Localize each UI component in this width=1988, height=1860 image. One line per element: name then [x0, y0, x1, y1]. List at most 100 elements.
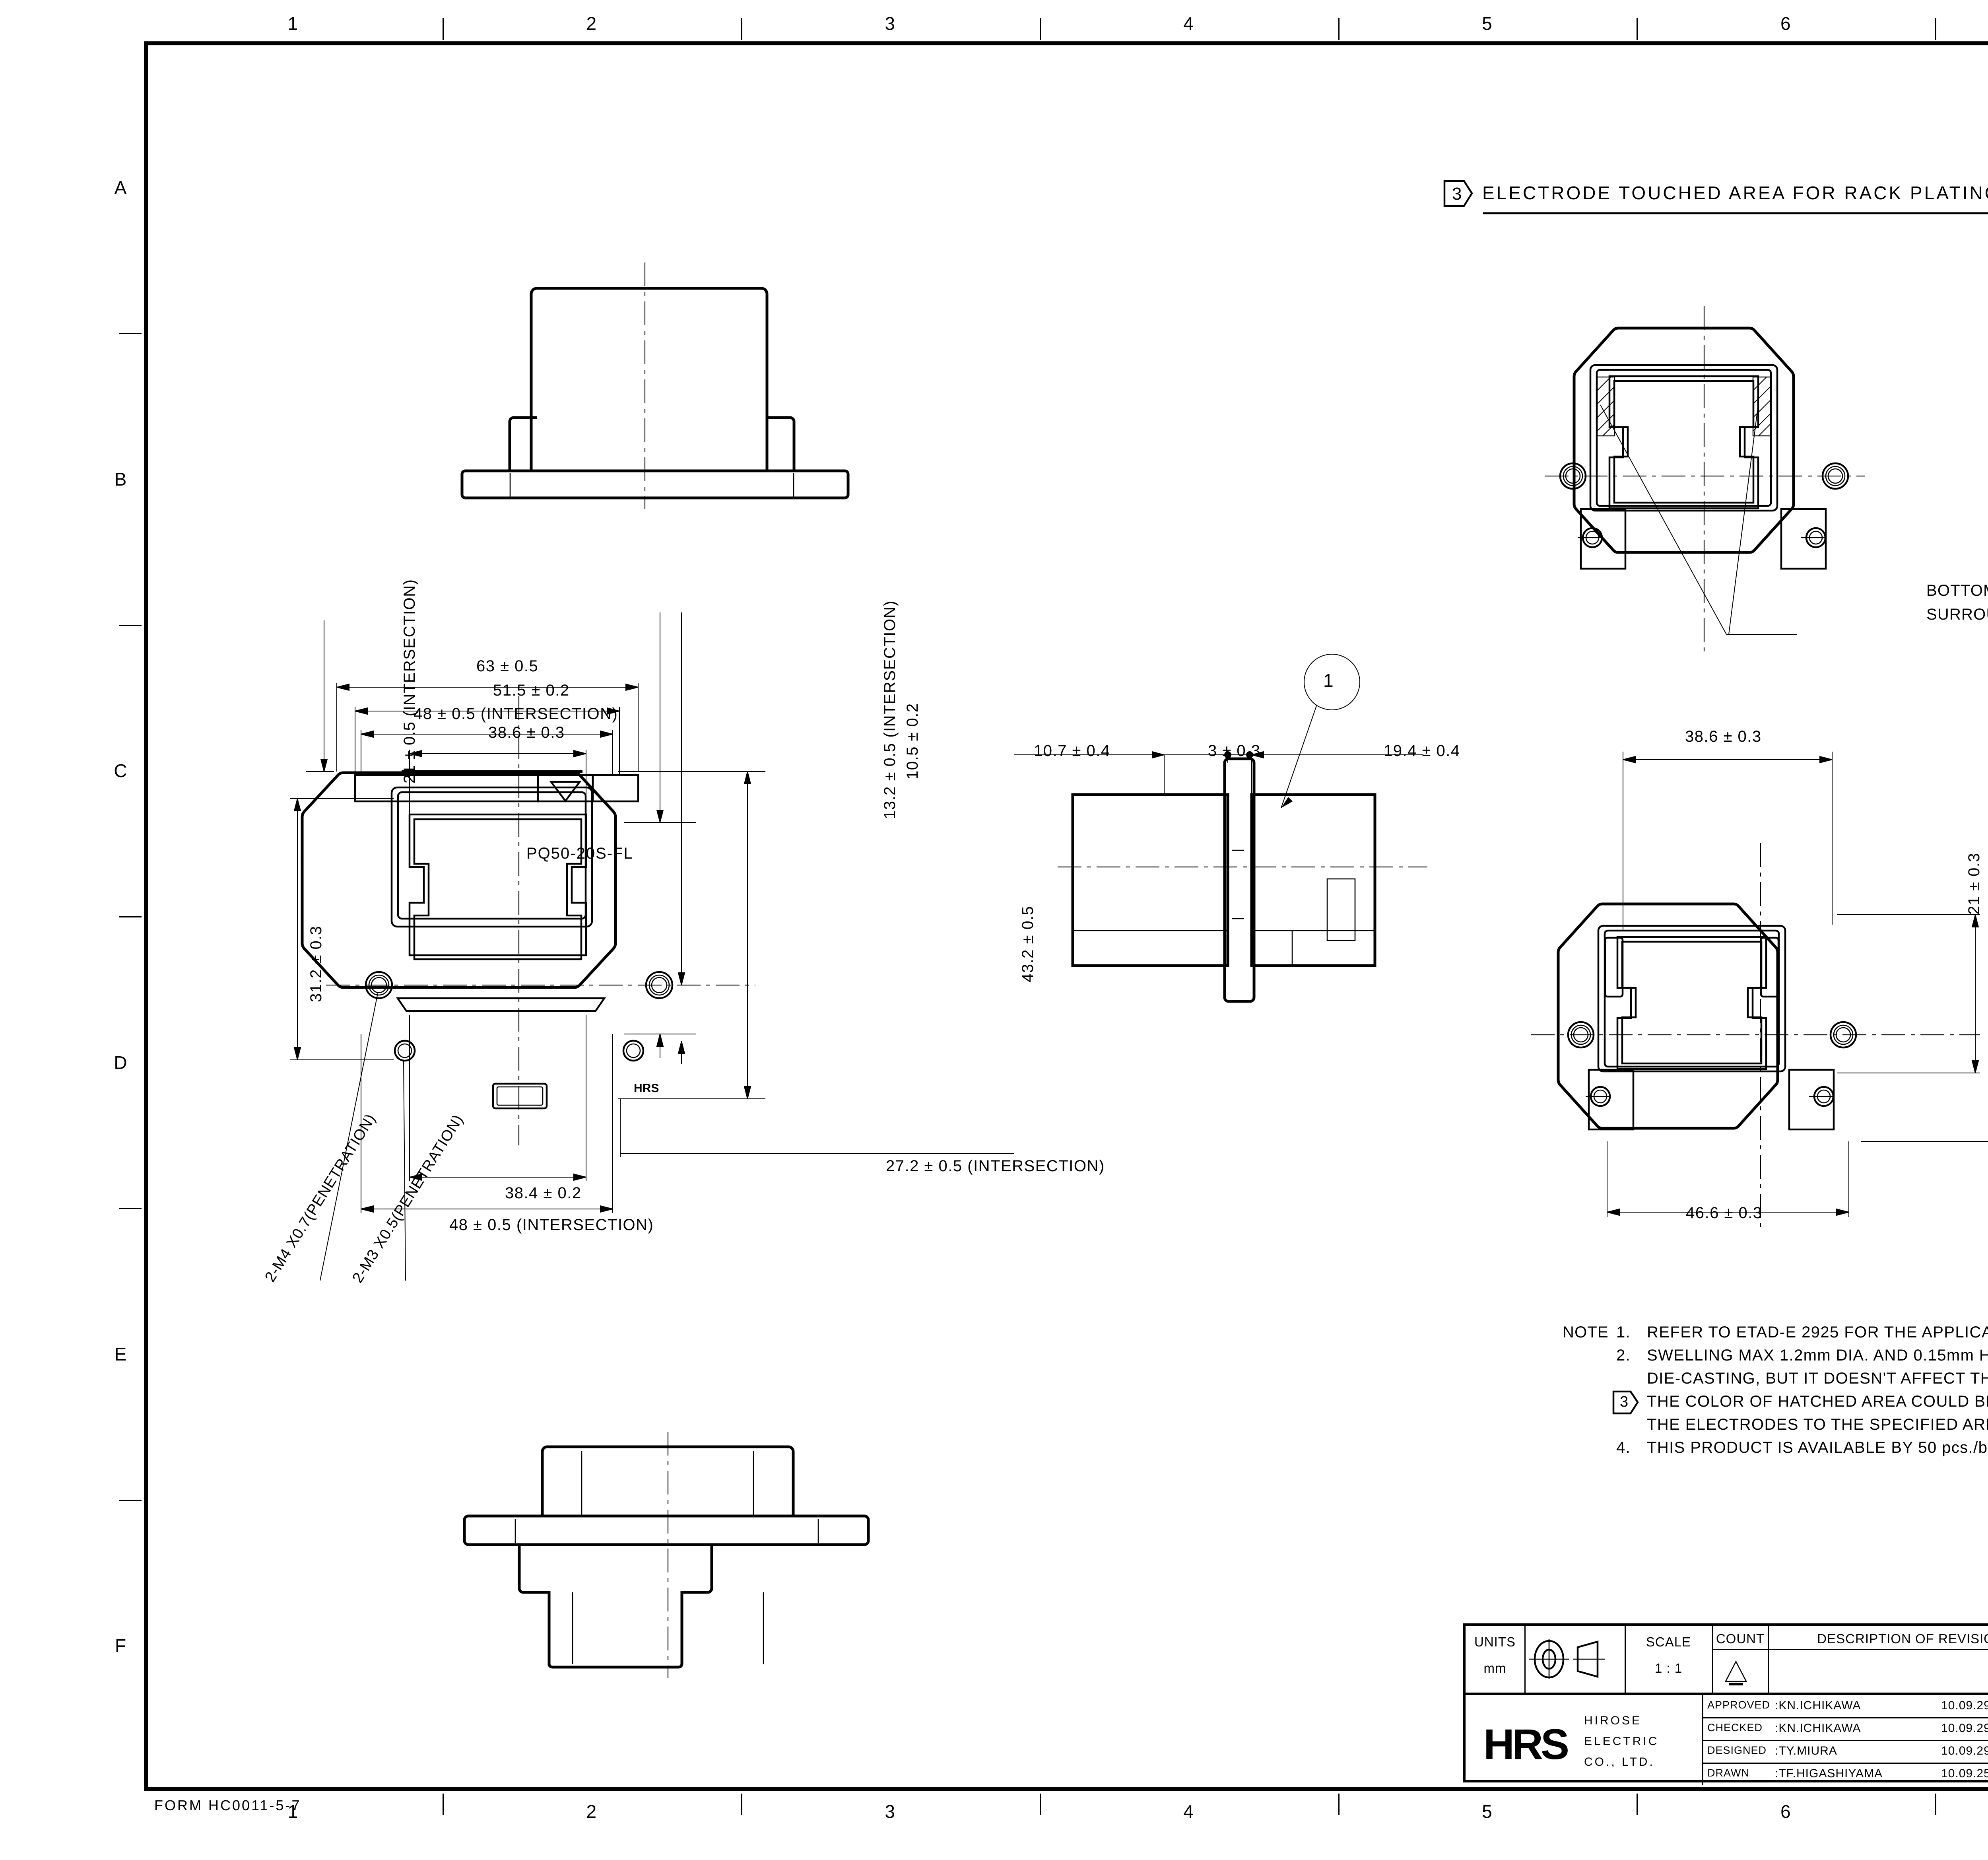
- note-flag-number-3: 3: [1620, 1394, 1629, 1410]
- signature-role-0: APPROVED: [1707, 1699, 1771, 1711]
- signature-date-0: 10.09.29: [1941, 1699, 1988, 1712]
- zone-tick-v: [119, 916, 142, 917]
- zone-tick-h: [1637, 1794, 1638, 1815]
- signature-date-3: 10.09.25: [1941, 1767, 1988, 1780]
- balloon-number-1: 1: [1323, 670, 1334, 691]
- dim-height-right-a: 13.2 ± 0.5 (INTERSECTION): [881, 600, 899, 819]
- front-view-drawing: [290, 612, 1014, 1281]
- company-line2: ELECTRIC: [1584, 1735, 1659, 1748]
- first-angle-projection-symbol: [1529, 1639, 1605, 1679]
- dim-rear-projection: 19.4 ± 0.4: [1384, 742, 1460, 760]
- zone-label-v-C: C: [114, 760, 128, 781]
- signature-name-0: :KN.ICHIKAWA: [1775, 1699, 1861, 1712]
- signature-date-1: 10.09.29: [1941, 1722, 1988, 1735]
- dim-flange-thickness: 3 ± 0.3: [1208, 742, 1261, 760]
- note-line-1-1: DIE-CASTING, BUT IT DOESN'T AFFECT THE P…: [1647, 1370, 1988, 1387]
- zone-tick-v: [119, 1499, 142, 1501]
- rev-header-count: COUNT: [1716, 1631, 1765, 1646]
- title-block: UNITS mm SCALE 1 : 1 COUNT DESCRIPTION O…: [1463, 1623, 1988, 1785]
- signature-name-1: :KN.ICHIKAWA: [1775, 1722, 1861, 1735]
- rack-plating-title-underline: [1483, 212, 1988, 214]
- form-code: FORM HC0011-5-7: [154, 1797, 301, 1813]
- zone-label-h-5: 5: [1482, 1801, 1493, 1822]
- rev-header-description: DESCRIPTION OF REVISIONS: [1817, 1631, 1988, 1646]
- rack-plating-callout-line1: BOTTOM AREA (HATCHED AREA) AND: [1926, 582, 1988, 599]
- zone-label-v-B: B: [114, 469, 128, 490]
- units-label: UNITS: [1474, 1634, 1516, 1649]
- signature-date-2: 10.09.29: [1941, 1744, 1988, 1757]
- signature-role-2: DESIGNED: [1707, 1744, 1767, 1756]
- zone-label-h-4: 4: [1183, 1801, 1194, 1822]
- rear-view-drawing: [1531, 752, 1988, 1229]
- company-line3: CO., LTD.: [1584, 1755, 1655, 1769]
- drawing-frame-border: [144, 41, 1988, 1791]
- signature-name-2: :TY.MIURA: [1775, 1744, 1837, 1757]
- dim-height-left-inner: 31.2 ± 0.3: [307, 925, 325, 1002]
- zone-tick-v: [119, 624, 142, 626]
- zone-label-h-5: 5: [1482, 13, 1493, 34]
- units-value: mm: [1483, 1660, 1507, 1675]
- dim-bottom-inner: 38.4 ± 0.2: [505, 1184, 582, 1202]
- rack-plating-callout-line2: SURROUNDING SIDE WALL.: [1926, 606, 1988, 623]
- zone-label-h-6: 6: [1780, 1801, 1792, 1822]
- zone-tick-h: [1935, 18, 1937, 40]
- zone-label-h-1: 1: [287, 1801, 299, 1822]
- dim-rear-top-width: 38.6 ± 0.3: [1685, 728, 1762, 745]
- zone-tick-h: [1637, 18, 1638, 40]
- note-line-1-0: SWELLING MAX 1.2mm DIA. AND 0.15mm HEIGH…: [1647, 1347, 1988, 1364]
- note-line-2-0: THE COLOR OF HATCHED AREA COULD BE DIFFE…: [1647, 1393, 1988, 1410]
- scale-value: 1 : 1: [1654, 1660, 1683, 1675]
- zone-tick-h: [1039, 18, 1041, 40]
- note-line-2-1: THE ELECTRODES TO THE SPECIFIED AREA, BU…: [1647, 1416, 1988, 1433]
- dim-flange-width: 51.5 ± 0.2: [493, 682, 570, 699]
- dim-opening-width: 38.6 ± 0.3: [488, 724, 565, 741]
- note-line-3-0: THIS PRODUCT IS AVAILABLE BY 50 pcs./box…: [1647, 1439, 1988, 1456]
- side-view-drawing: [1014, 654, 1427, 1003]
- zone-label-h-1: 1: [287, 13, 299, 34]
- zone-tick-h: [442, 18, 444, 40]
- zone-label-h-6: 6: [1780, 13, 1792, 34]
- dim-rear-right-inner: 21 ± 0.3: [1965, 852, 1983, 915]
- scale-label: SCALE: [1646, 1634, 1691, 1649]
- zone-label-h-2: 2: [586, 13, 598, 34]
- zone-tick-h: [1338, 1794, 1340, 1815]
- zone-label-h-2: 2: [586, 1801, 598, 1822]
- dim-rear-bottom-width: 46.6 ± 0.3: [1686, 1204, 1763, 1222]
- top-view-drawing: [460, 262, 850, 509]
- signature-role-3: DRAWN: [1707, 1767, 1749, 1779]
- hrs-brand-mark: HRS: [634, 1082, 659, 1095]
- zone-tick-h: [1338, 18, 1340, 40]
- note-line-0-0: REFER TO ETAD-E 2925 FOR THE APPLICABLE …: [1647, 1324, 1988, 1341]
- note-number-3: 4.: [1616, 1439, 1631, 1456]
- zone-tick-h: [442, 1794, 444, 1815]
- dim-height-right-b: 10.5 ± 0.2: [904, 703, 921, 779]
- zone-label-v-F: F: [115, 1635, 127, 1656]
- bottom-view-drawing: [463, 1432, 870, 1678]
- hrs-logo: HRS: [1483, 1720, 1569, 1768]
- dim-overall-width: 63 ± 0.5: [476, 657, 539, 675]
- zone-tick-h: [741, 1794, 742, 1815]
- dim-screw-pitch-v: 27.2 ± 0.5 (INTERSECTION): [886, 1157, 1105, 1175]
- rack-plating-view-drawing: [1545, 306, 1865, 652]
- zone-label-h-4: 4: [1183, 13, 1194, 34]
- zone-label-v-E: E: [114, 1344, 128, 1364]
- revision-triangle-icon: [1724, 1660, 1747, 1685]
- zone-label-h-3: 3: [885, 1801, 896, 1822]
- notes-label: NOTE: [1563, 1324, 1609, 1341]
- zone-tick-h: [1039, 1794, 1041, 1815]
- zone-label-h-3: 3: [885, 13, 896, 34]
- zone-label-v-D: D: [114, 1052, 128, 1073]
- dim-height-left-outer: 21 ± 0.5 (INTERSECTION): [401, 579, 418, 783]
- dim-hole-pitch-top: 48 ± 0.5 (INTERSECTION): [414, 705, 618, 723]
- zone-tick-h: [741, 18, 742, 40]
- signature-role-1: CHECKED: [1707, 1722, 1763, 1734]
- zone-label-v-A: A: [114, 177, 128, 198]
- company-line1: HIROSE: [1584, 1714, 1642, 1727]
- zone-tick-v: [119, 333, 142, 334]
- rack-plating-flag-number: 3: [1452, 184, 1462, 204]
- zone-tick-h: [1935, 1794, 1937, 1815]
- front-view-part-label: PQ50-20S-FL: [526, 845, 633, 862]
- note-number-0: 1.: [1616, 1324, 1631, 1341]
- signature-name-3: :TF.HIGASHIYAMA: [1775, 1767, 1883, 1780]
